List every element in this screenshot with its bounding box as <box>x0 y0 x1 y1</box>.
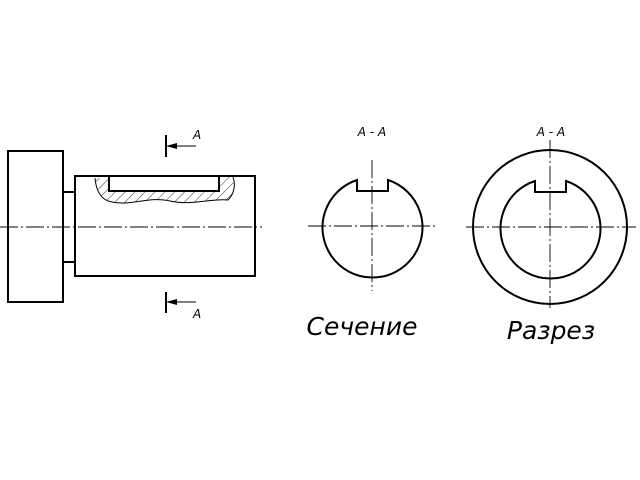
local-section-break-line <box>94 176 235 204</box>
section-caption: Сечение <box>307 312 418 341</box>
keyway-slot <box>108 175 220 192</box>
local-section <box>94 175 235 204</box>
cut-caption: Разрез <box>507 316 595 345</box>
cut-plane-marker-bottom: A <box>165 292 201 321</box>
shaft-neck <box>63 191 75 263</box>
cut-title: A - A <box>536 125 565 139</box>
cut-plane-label-bottom: A <box>192 307 201 321</box>
section-view: A - A Сечение <box>307 125 436 341</box>
section-title: A - A <box>357 125 386 139</box>
section-hatched-profile <box>321 178 424 279</box>
cut-plane-marker-top: A <box>165 128 201 157</box>
cut-view: A - A Разрез <box>466 125 636 345</box>
main-view: A A <box>0 128 262 321</box>
shaft-flange <box>7 150 64 303</box>
cut-plane-label-top: A <box>192 128 201 142</box>
cut-hatched-profile <box>499 179 602 280</box>
